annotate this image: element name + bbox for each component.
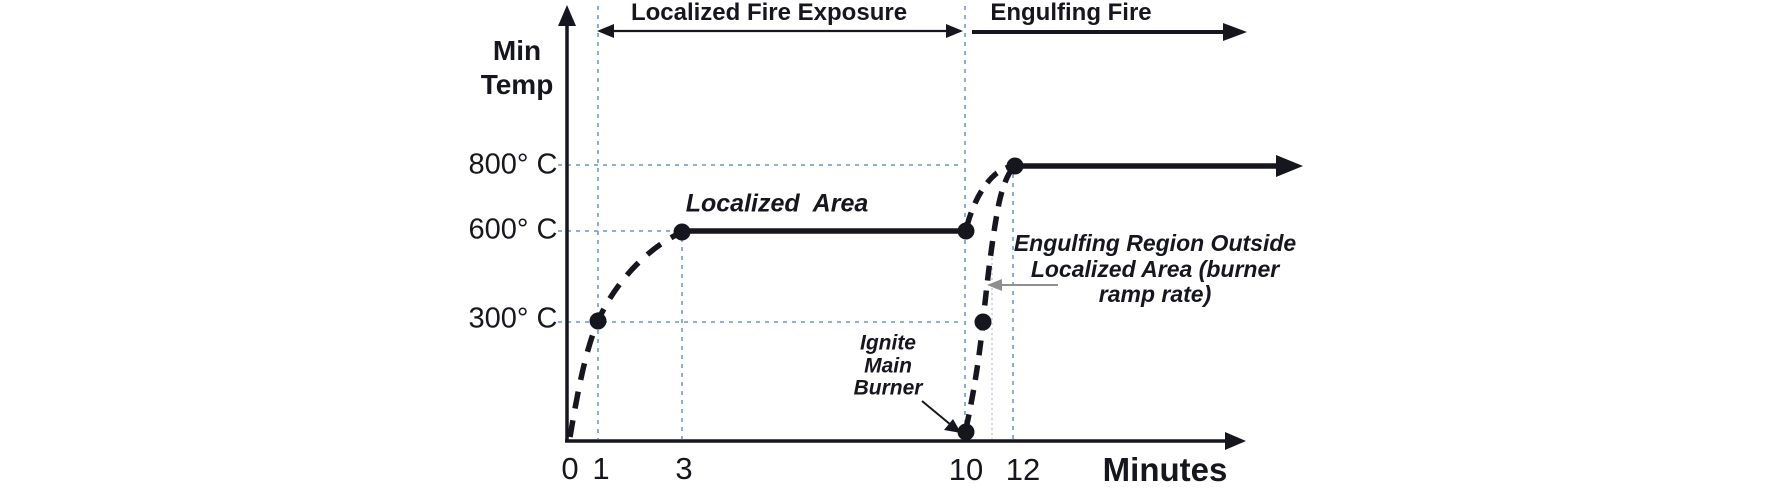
data-point-markers (589, 157, 1024, 441)
ignite-line1: Ignite (859, 331, 916, 355)
x-tick-0: 0 (561, 451, 579, 486)
span-arrowhead-left-icon (597, 24, 614, 38)
y-axis-title: Min Temp (481, 34, 554, 102)
point-burner-300c (974, 313, 992, 331)
span-arrowhead-right-icon (946, 24, 963, 38)
x-axis-title: Minutes (1102, 451, 1228, 488)
point-10min-600c (957, 222, 975, 240)
ignite-note-arrow (921, 400, 952, 426)
ignite-note-arrowhead-icon (944, 419, 961, 433)
engulfing-note-line1: Engulfing Region Outside (1013, 229, 1297, 256)
y-axis-arrowhead-icon (558, 5, 576, 26)
x-tick-12: 12 (1005, 452, 1041, 487)
point-10min-ignite (957, 423, 975, 441)
engulfing-note-line2: Localized Area (burner (1030, 255, 1280, 282)
engulfing-burner-ramp-curve (963, 165, 1017, 430)
phase-title-engulfing: Engulfing Fire (990, 0, 1152, 26)
x-axis-arrowhead-icon (1225, 432, 1246, 450)
x-tick-1: 1 (592, 451, 610, 486)
y-tick-800c: 800° C (468, 148, 558, 181)
guide-lines (558, 6, 1014, 439)
engulfing-arrowhead-icon (1223, 23, 1247, 41)
ignite-line3: Burner (853, 376, 923, 400)
phase-title-localized: Localized Fire Exposure (630, 0, 908, 26)
y-axis-title-line1: Min (492, 35, 542, 66)
y-tick-300c: 300° C (468, 302, 558, 335)
annotation-localized-area: Localized Area (685, 189, 869, 218)
point-12min-800c (1006, 157, 1024, 175)
engulfing-note-line3: ramp rate) (1098, 280, 1212, 307)
point-3min-600c (673, 223, 691, 241)
y-tick-600c: 600° C (468, 213, 558, 246)
localized-ramp-curve-0-600 (567, 230, 682, 438)
x-tick-10: 10 (948, 452, 984, 487)
x-tick-3: 3 (675, 451, 693, 486)
annotation-engulfing-region: Engulfing Region Outside Localized Area … (1013, 229, 1297, 308)
ignite-line2: Main (864, 353, 912, 377)
point-1min-300c (589, 312, 607, 330)
annotation-ignite-main-burner: Ignite Main Burner (854, 332, 923, 400)
phase-arrows (597, 23, 1247, 41)
engulfing-note-arrowhead-icon (987, 279, 1002, 291)
hold-800-arrowhead-icon (1276, 155, 1303, 177)
y-axis-title-line2: Temp (480, 69, 554, 100)
